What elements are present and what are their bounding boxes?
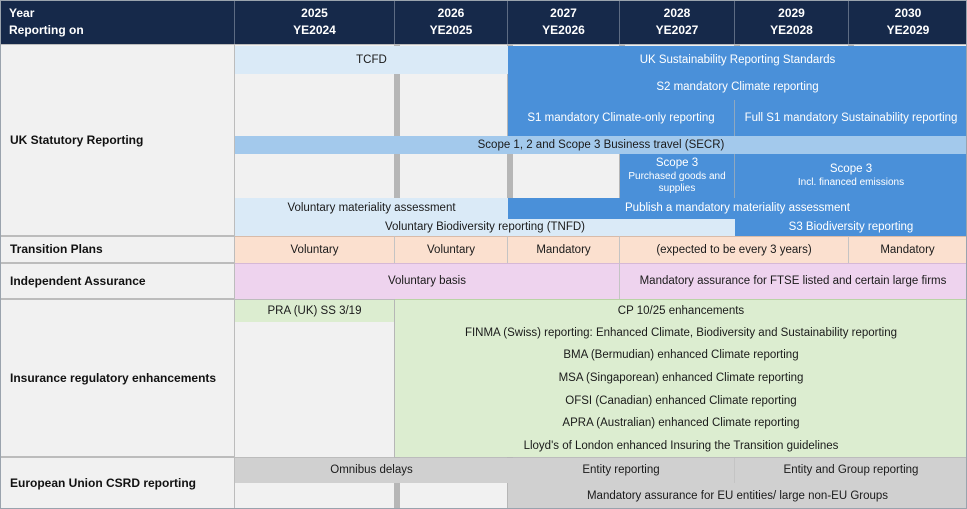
header-col-2028: 2028 YE2027 <box>620 0 735 44</box>
eu-csrd-mandatory-assurance: Mandatory assurance for EU entities/ lar… <box>508 483 967 509</box>
header-col-2028-year: 2028 <box>663 6 691 21</box>
csrd-divider-2025-2026 <box>394 457 400 509</box>
bar-scope3-financed-emissions: Scope 3 Incl. financed emissions <box>735 154 967 198</box>
bar-voluntary-materiality-assessment: Voluntary materiality assessment <box>235 198 508 219</box>
scope3-purchased-goods-title: Scope 3 <box>655 157 699 170</box>
row-label-eu-csrd-reporting: European Union CSRD reporting <box>0 457 235 509</box>
header-row-label: Year Reporting on <box>0 0 235 44</box>
header-col-2025-year: 2025 <box>301 6 328 21</box>
insurance-cp-10-25-enhancements: CP 10/25 enhancements <box>395 300 967 322</box>
transition-plans-2030: Mandatory <box>849 236 967 263</box>
bar-tcfd: TCFD <box>235 46 508 74</box>
header-col-2030-ye: YE2029 <box>886 23 930 38</box>
bar-secr-scope-1-2-3-business-travel: Scope 1, 2 and Scope 3 Business travel (… <box>235 136 967 154</box>
bar-voluntary-biodiversity-tnfd: Voluntary Biodiversity reporting (TNFD) <box>235 219 735 236</box>
insurance-ofsi-canadian: OFSI (Canadian) enhanced Climate reporti… <box>395 390 967 412</box>
scope3-financed-title: Scope 3 <box>829 163 873 176</box>
bar-s3-biodiversity-reporting: S3 Biodiversity reporting <box>735 219 967 236</box>
header-col-2025: 2025 YE2024 <box>235 0 395 44</box>
header-col-2030-year: 2030 <box>894 6 922 21</box>
insurance-lloyds-of-london: Lloyd's of London enhanced Insuring the … <box>395 435 967 457</box>
header-col-2026-ye: YE2025 <box>429 23 473 38</box>
header-col-2027-year: 2027 <box>550 6 577 21</box>
bar-s1-mandatory-climate-only-reporting: S1 mandatory Climate-only reporting <box>508 100 735 136</box>
insurance-finma-swiss: FINMA (Swiss) reporting: Enhanced Climat… <box>395 322 967 344</box>
header-col-2026-year: 2026 <box>437 6 465 21</box>
transition-plans-2027: Mandatory <box>508 236 620 263</box>
header-col-2029-year: 2029 <box>778 6 805 21</box>
transition-plans-2025: Voluntary <box>235 236 395 263</box>
insurance-apra-australian: APRA (Australian) enhanced Climate repor… <box>395 412 967 435</box>
transition-plans-2028-2029: (expected to be every 3 years) <box>620 236 849 263</box>
header-col-2028-ye: YE2027 <box>655 23 699 38</box>
insurance-2025-background <box>235 299 395 457</box>
scope3-financed-subtitle: Incl. financed emissions <box>797 176 905 188</box>
row-label-uk-statutory-reporting: UK Statutory Reporting <box>0 44 235 236</box>
row-label-transition-plans: Transition Plans <box>0 236 235 263</box>
eu-csrd-entity-reporting: Entity reporting <box>508 458 735 483</box>
insurance-bma-bermudian: BMA (Bermudian) enhanced Climate reporti… <box>395 344 967 367</box>
header-col-2029-ye: YE2028 <box>770 23 813 38</box>
header-col-2030: 2030 YE2029 <box>849 0 967 44</box>
independent-assurance-mandatory: Mandatory assurance for FTSE listed and … <box>620 263 967 299</box>
insurance-pra-uk-ss-3-19: PRA (UK) SS 3/19 <box>235 300 394 322</box>
row-label-insurance-regulatory-enhancements: Insurance regulatory enhancements <box>0 299 235 457</box>
bar-full-s1-mandatory-sustainability-reporting: Full S1 mandatory Sustainability reporti… <box>735 100 967 136</box>
header-reporting-on-label: Reporting on <box>9 23 84 38</box>
header-col-2029: 2029 YE2028 <box>735 0 849 44</box>
header-col-2027: 2027 YE2026 <box>508 0 620 44</box>
scope3-purchased-goods-subtitle: Purchased goods and supplies <box>628 170 726 194</box>
header-col-2025-ye: YE2024 <box>293 23 336 38</box>
transition-plans-2026: Voluntary <box>395 236 508 263</box>
bar-publish-mandatory-materiality-assessment: Publish a mandatory materiality assessme… <box>508 198 967 219</box>
header-col-2027-ye: YE2026 <box>542 23 585 38</box>
bar-scope3-purchased-goods: Scope 3 Purchased goods and supplies <box>620 154 735 198</box>
row-label-independent-assurance: Independent Assurance <box>0 263 235 299</box>
bar-uk-sustainability-reporting-standards: UK Sustainability Reporting Standards <box>508 46 967 74</box>
independent-assurance-voluntary-basis: Voluntary basis <box>235 263 620 299</box>
eu-csrd-omnibus-delays: Omnibus delays <box>235 458 508 483</box>
header-col-2026: 2026 YE2025 <box>395 0 508 44</box>
bar-s2-mandatory-climate-reporting: S2 mandatory Climate reporting <box>508 74 967 100</box>
eu-csrd-entity-and-group-reporting: Entity and Group reporting <box>735 458 967 483</box>
header-year-label: Year <box>9 6 35 21</box>
insurance-msa-singaporean: MSA (Singaporean) enhanced Climate repor… <box>395 367 967 390</box>
